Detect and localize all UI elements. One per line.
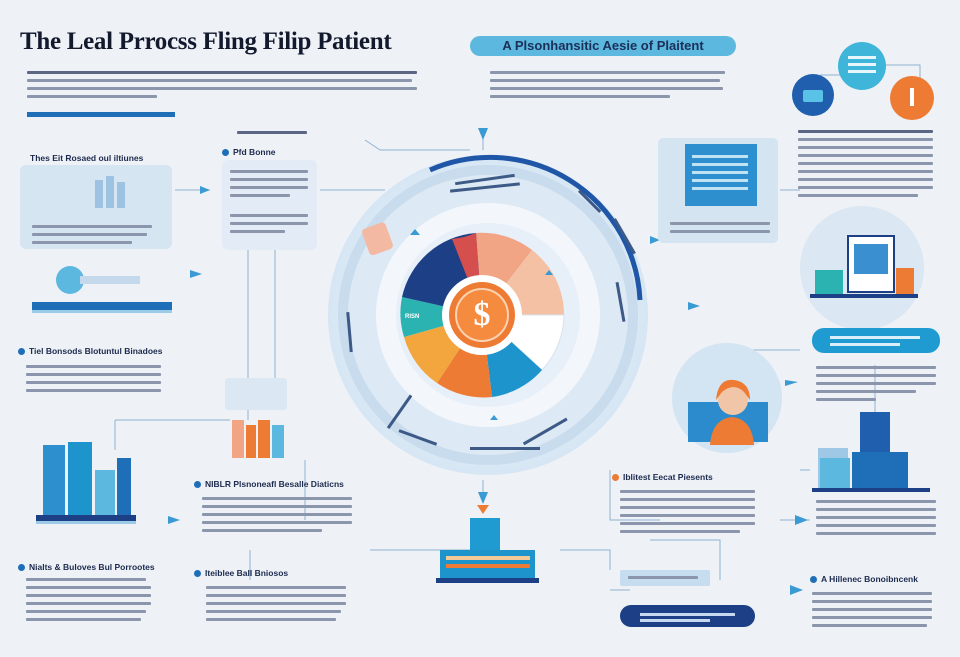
right-bottom-illustration [812,412,930,492]
bottom-center-stack [436,505,539,583]
section-header: NIBLR Plsnoneafl Besalle Diaticns [194,479,344,489]
central-wheel [328,154,648,475]
bullet-icon [18,348,25,356]
section-header: Iteiblee Ball Bniosos [194,568,288,578]
section-header-label: Iblitest Eecat Piesents [623,472,713,482]
building-chart-icon [36,442,136,524]
monitor-icon [800,206,924,330]
subtitle-pill: A Plsonhansitic Aesie of Plaitent [470,36,736,56]
bullet-icon [18,564,25,572]
bullet-icon [222,149,229,157]
section-header: Iblitest Eecat Piesents [612,472,713,482]
section-header-label: NIBLR Plsnoneafl Besalle Diaticns [205,479,344,489]
arrow-icons [168,128,808,595]
section-header: Thes Eit Rosaed oul iltiunes [30,153,144,163]
section-header-label: Nialts & Buloves Bul Porrootes [29,562,155,572]
dollar-icon: $ [473,296,491,333]
section-header-label: Iteiblee Ball Bniosos [205,568,289,578]
document-icon [658,138,778,243]
section-header-label: Pfd Bonne [233,147,276,157]
section-header: Tiel Bonsods Blotuntul Binadoes [18,346,163,356]
right-pill [812,328,940,353]
bullet-icon [612,474,619,482]
mid-caption [237,131,307,134]
page-title: The Leal Prrocss Fling Filip Patient [20,28,392,55]
person-icon [672,343,782,453]
section-header: Pfd Bonne [222,147,276,157]
bullet-icon [810,576,817,584]
ring-label: RISN [405,314,420,320]
section-header: A Hillenec Bonoibncenk [810,574,918,584]
mid-card [222,160,317,250]
connector-lines [114,64,921,591]
section-header: Nialts & Buloves Bul Porrootes [18,562,155,572]
bullet-icon [194,570,201,578]
mid-left-chart [225,378,287,458]
bullet-icon [194,481,201,489]
section-header-label: Tiel Bonsods Blotuntul Binadoes [29,346,163,356]
top-right-circles [792,42,934,120]
section-header-label: A Hillenec Bonoibncenk [821,574,918,584]
building-chart-icon [20,165,172,313]
